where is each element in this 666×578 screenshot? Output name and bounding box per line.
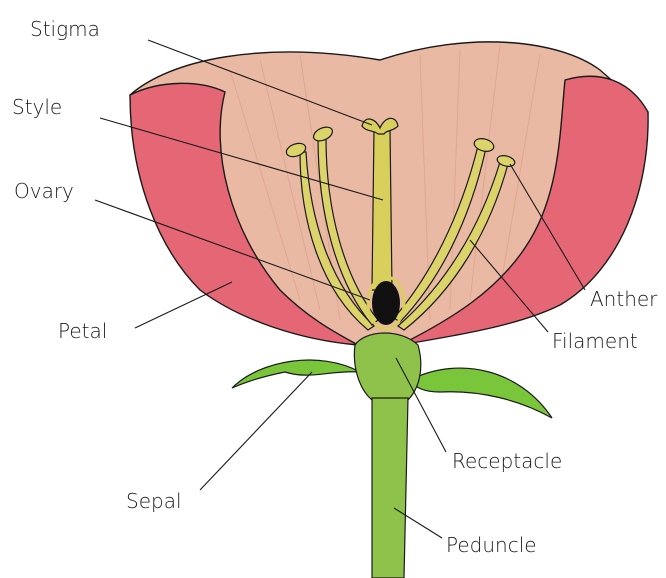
label-sepal: Sepal <box>126 489 182 513</box>
label-style: Style <box>12 95 62 119</box>
label-filament: Filament <box>552 329 638 353</box>
style <box>372 128 392 290</box>
label-ovary: Ovary <box>14 179 74 203</box>
label-anther: Anther <box>590 287 658 311</box>
left-sepal <box>232 360 360 388</box>
label-receptacle: Receptacle <box>452 449 562 473</box>
receptacle <box>354 333 420 400</box>
right-sepal <box>410 368 552 418</box>
label-peduncle: Peduncle <box>446 533 537 557</box>
label-petal: Petal <box>58 319 107 343</box>
label-stigma: Stigma <box>30 17 100 41</box>
peduncle <box>372 398 408 578</box>
ovary <box>372 281 400 325</box>
